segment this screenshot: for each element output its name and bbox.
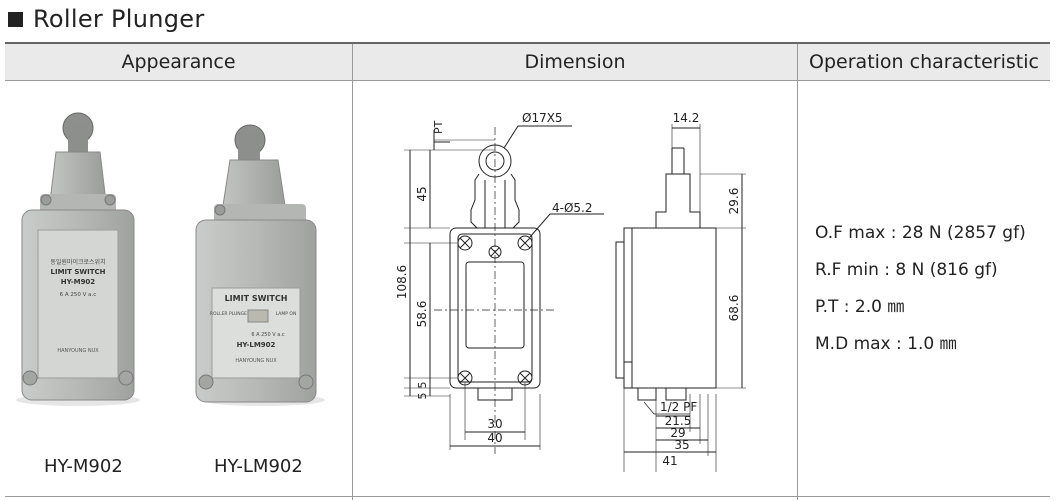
section-title: Roller Plunger (33, 5, 205, 33)
dim-top-width: 14.2 (673, 111, 700, 125)
switch2-rating: 6 A 250 V a.c (251, 332, 285, 338)
dim-5b: 5 (416, 393, 429, 400)
spec-rf-min: R.F min : 8 N (816 gf) (815, 260, 998, 280)
switch2-brand: HANYOUNG NUX (235, 358, 277, 364)
dim-plunger-height: 45 (415, 186, 429, 201)
switch2-heading: LIMIT SWITCH (225, 294, 288, 303)
operation-characteristics: O.F max : 28 N (2857 gf) R.F min : 8 N (… (815, 215, 1026, 363)
dimension-drawing: PT Ø17X5 4-Ø5.2 108.6 45 58.6 5 5 30 40 (395, 111, 746, 472)
dim-29: 29 (670, 426, 685, 440)
switch2-plunger: ROLLER PLUNGER (210, 311, 250, 317)
dim-35: 35 (674, 438, 689, 452)
dim-overall-height: 108.6 (395, 265, 409, 299)
switch-hy-m902-photo: 동일원마이크로스위치 LIMIT SWITCH HY-M902 6 A 250 … (16, 112, 140, 406)
switch1-model: HY-M902 (61, 278, 96, 286)
switch2-lamp: LAMP ON (276, 311, 297, 317)
spec-md-max: M.D max : 1.0 ㎜ (815, 334, 957, 354)
column-divider (352, 44, 353, 500)
dim-side-plunger: 29.6 (727, 188, 741, 215)
front-view: PT Ø17X5 4-Ø5.2 108.6 45 58.6 5 5 30 40 (395, 111, 604, 454)
dim-side-body: 68.6 (727, 295, 741, 322)
section-heading: Roller Plunger (8, 4, 205, 34)
side-view: 14.2 29.6 68.6 1/2 PF 21.5 29 35 41 (615, 111, 746, 472)
dim-pt: PT (432, 120, 445, 134)
table-bottom-border (5, 496, 1050, 497)
column-divider (797, 44, 798, 500)
header-dimension: Dimension (353, 44, 797, 81)
spec-of-max: O.F max : 28 N (2857 gf) (815, 223, 1026, 243)
switch1-rating: 6 A 250 V a.c (60, 292, 97, 298)
switch1-brand: HANYOUNG NUX (57, 348, 99, 354)
square-bullet-icon (8, 11, 23, 27)
model-name-2: HY-LM902 (214, 456, 303, 477)
dim-body-width: 40 (487, 431, 502, 445)
header-operation: Operation characteristic (798, 44, 1050, 81)
model-name-1: HY-M902 (44, 456, 123, 477)
dim-41: 41 (662, 454, 677, 468)
switch1-heading: LIMIT SWITCH (51, 268, 106, 276)
dim-body-height: 58.6 (415, 301, 429, 328)
header-appearance: Appearance (5, 44, 352, 81)
dim-roller: Ø17X5 (522, 111, 563, 125)
dim-conduit: 1/2 PF (660, 400, 697, 414)
dim-21-5: 21.5 (665, 414, 692, 428)
product-photos: 동일원마이크로스위치 LIMIT SWITCH HY-M902 6 A 250 … (16, 112, 325, 406)
spec-pt: P.T : 2.0 ㎜ (815, 297, 905, 317)
switch-hy-lm902-photo: LIMIT SWITCH ROLLER PLUNGER LAMP ON 6 A … (195, 124, 325, 406)
dim-hole-spacing: 30 (487, 417, 502, 431)
dim-5a: 5 (416, 382, 429, 389)
switch2-model: HY-LM902 (237, 341, 276, 349)
dim-holes: 4-Ø5.2 (552, 201, 593, 215)
switch1-korean: 동일원마이크로스위치 (50, 258, 105, 266)
spec-table: Appearance Dimension Operation character… (5, 42, 1050, 500)
